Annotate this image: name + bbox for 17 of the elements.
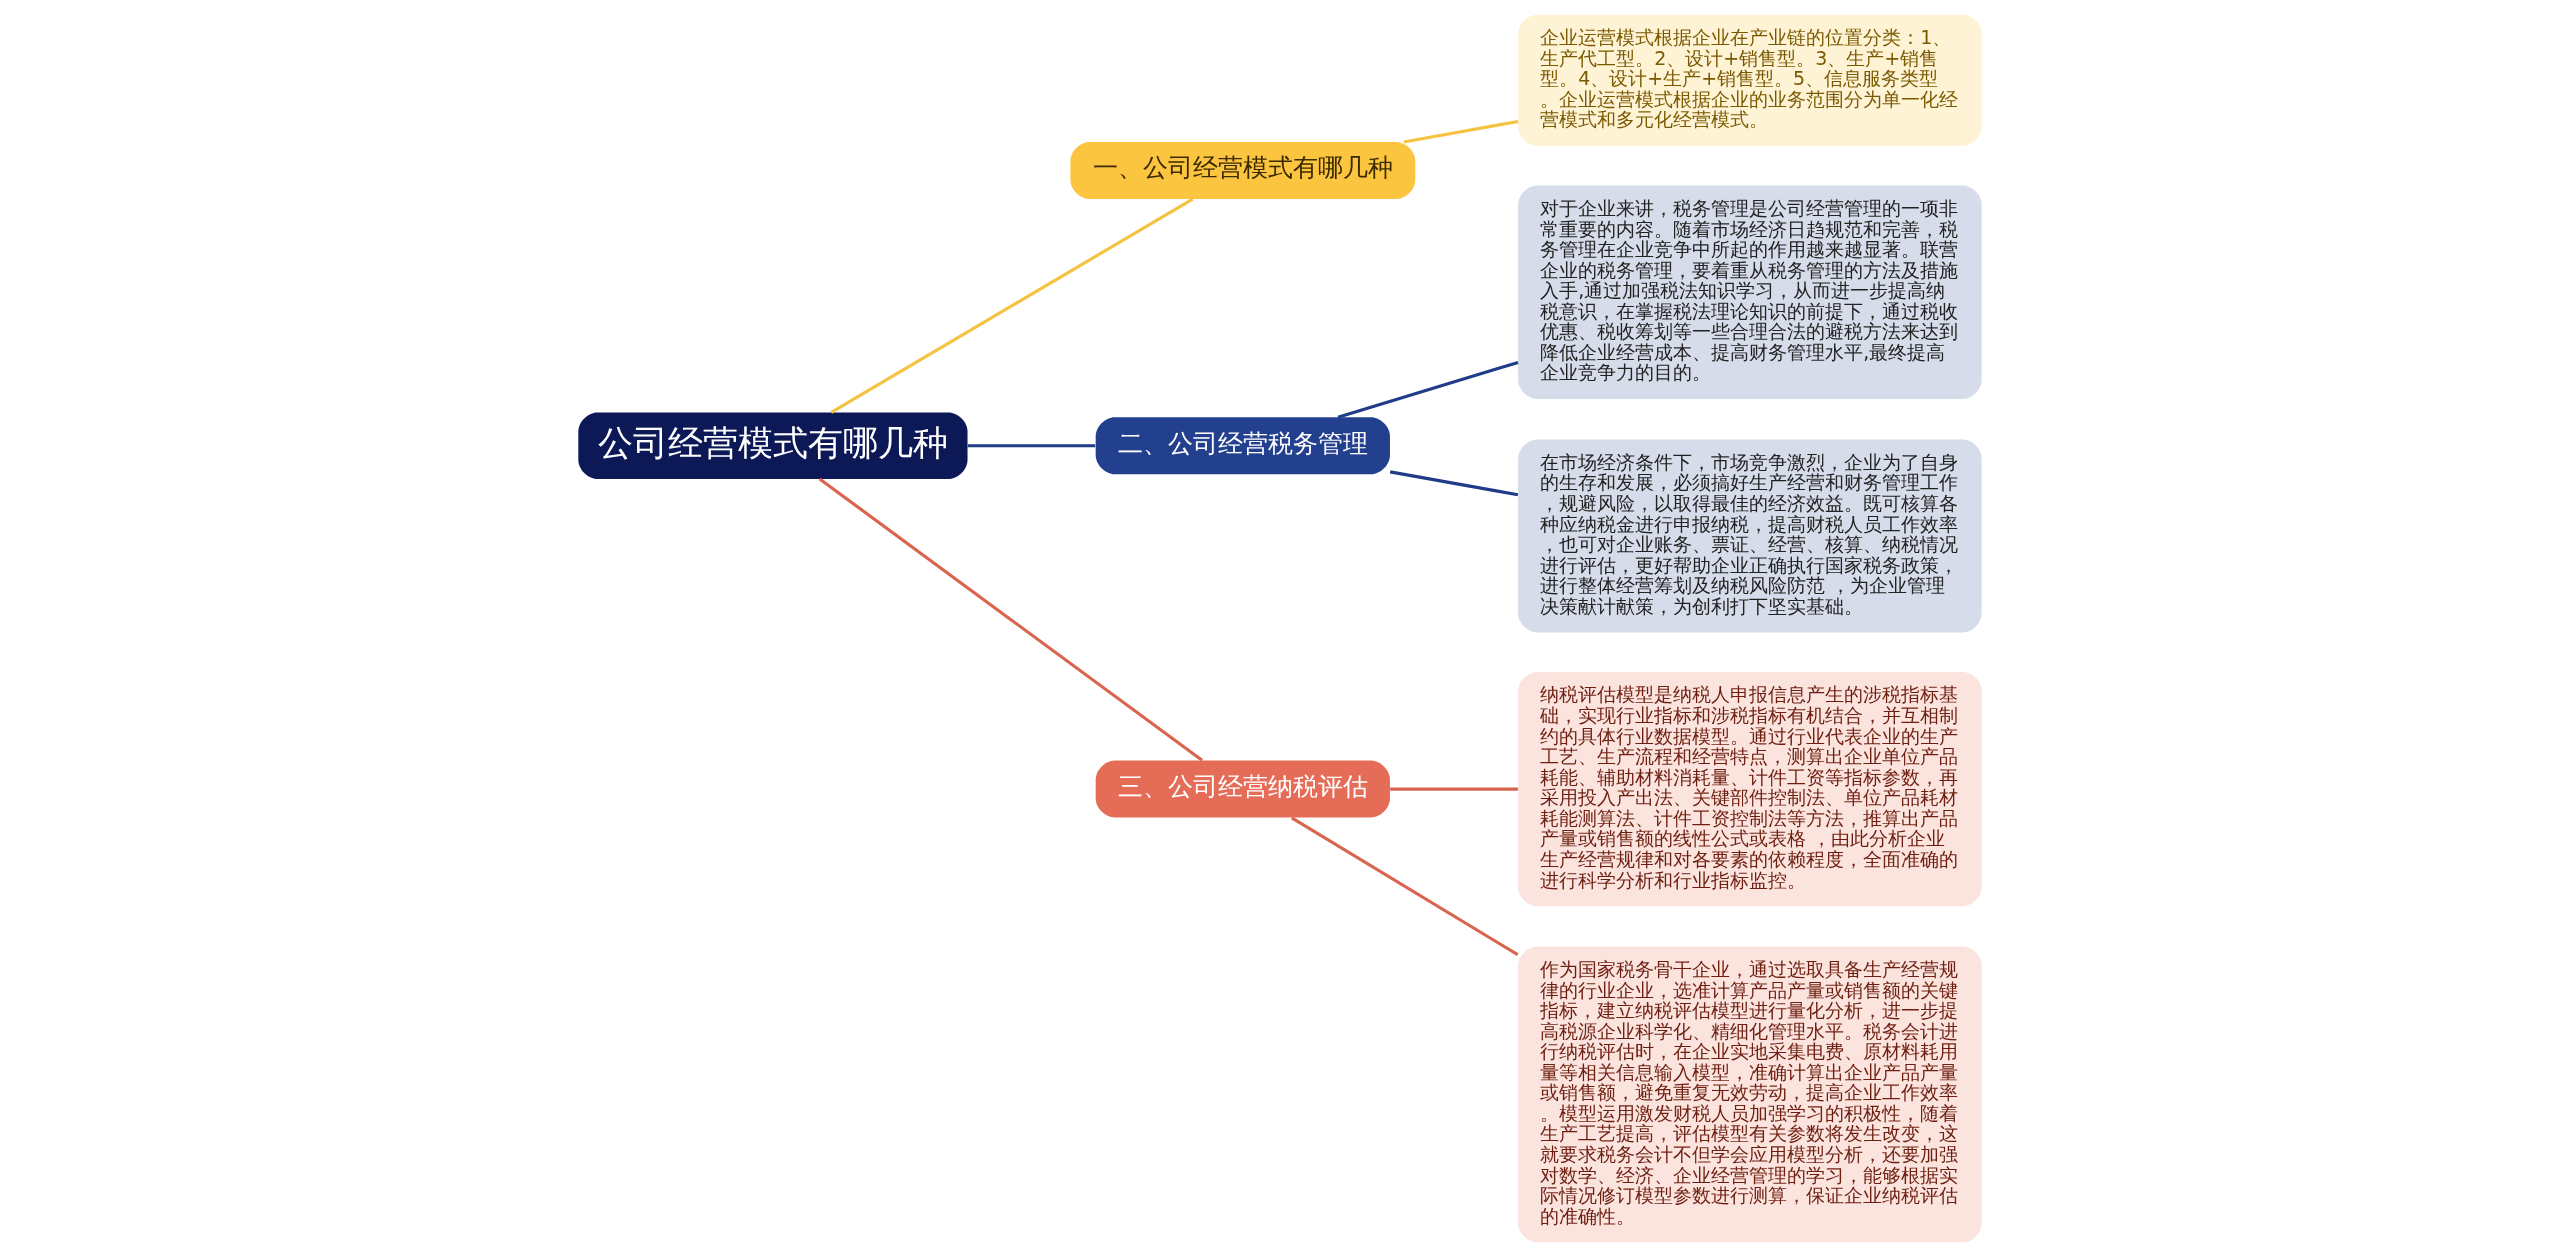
- node-box: 三、公司经营纳税评估: [1095, 760, 1390, 818]
- node-box: 一、公司经营模式有哪几种: [1070, 142, 1416, 199]
- connector: [1291, 816, 1519, 957]
- node-box: 作为国家税务骨干企业，通过选取具备生产经营规律的行业企业，选准计算产品产量或销售额的关键指标，建立纳税评估模型进行量化分析，进一步提高税源企业科学化、精细化管理水平。税务会计进行纳税评估时，在企业实地采集电费、原材料耗用量等相关信息输入模型，准确计算出企业产品产量或销售额，避免重复无效劳动，提高企业工作效率。模型运用激发财税人员加强学习的积极性，随着生产工艺提高，评估模型有关参数将发生改变，这就要求税务会计不但学会应用模型分析，还要加强对数学、经济、企业经营管理的学习，能够根据实际情况修订模型参数进行测算，保证企业纳税评估的准确性。: [1518, 946, 1982, 1243]
- node-box: 企业运营模式根据企业在产业链的位置分类：1、生产代工型。2、设计+销售型。3、生产+销售型。4、设计+生产+销售型。5、信息服务类型。企业运营模式根据企业的业务范围分为单一化经营模式和多元化经营模式。: [1518, 14, 1982, 146]
- connector: [1337, 360, 1519, 419]
- connector: [967, 444, 1096, 448]
- connector: [1389, 470, 1519, 497]
- node-box: 纳税评估模型是纳税人申报信息产生的涉税指标基础，实现行业指标和涉税指标有机结合，并互相制约的具体行业数据模型。通过行业代表企业的生产工艺、生产流程和经营特点，测算出企业单位产品耗能、辅助材料消耗量、计件工资等指标参数，再采用投入产出法、关键部件控制法、单位产品耗材耗能测算法、计件工资控制法等方法，推算出产品产量或销售额的线性公式或表格 ，由此分析企业生产经营规律和对各要素的依赖程度，全面准确的进行科学分析和行业指标监控。: [1518, 672, 1982, 907]
- connector: [1390, 787, 1518, 791]
- node-box: 二、公司经营税务管理: [1095, 417, 1390, 475]
- connector: [818, 477, 1203, 762]
- node-box: 在市场经济条件下，市场竞争激烈，企业为了自身的生存和发展，必须搞好生产经营和财务管理工作，规避风险，以取得最佳的经济效益。既可核算各种应纳税金进行申报纳税，提高财税人员工作效率，也可对企业账务、票证、经营、核算、纳税情况进行评估，更好帮助企业正确执行国家税务政策，进行整体经营筹划及纳税风险防范 ，为企业管理决策献计献策，为创利打下坚实基础。: [1518, 439, 1982, 633]
- node-box: 对于企业来讲，税务管理是公司经营管理的一项非常重要的内容。随着市场经济日趋规范和完善，税务管理在企业竞争中所起的作用越来越显著。联营企业的税务管理，要着重从税务管理的方法及措施入手,通过加强税法知识学习，从而进一步提高纳税意识，在掌握税法理论知识的前提下，通过税收优惠、税收筹划等一些合理合法的避税方法来达到降低企业经营成本、提高财务管理水平,最终提高企业竞争力的目的。: [1518, 185, 1982, 400]
- connector: [1403, 119, 1519, 144]
- connector: [830, 197, 1194, 414]
- node-box: 公司经营模式有哪几种: [578, 412, 968, 479]
